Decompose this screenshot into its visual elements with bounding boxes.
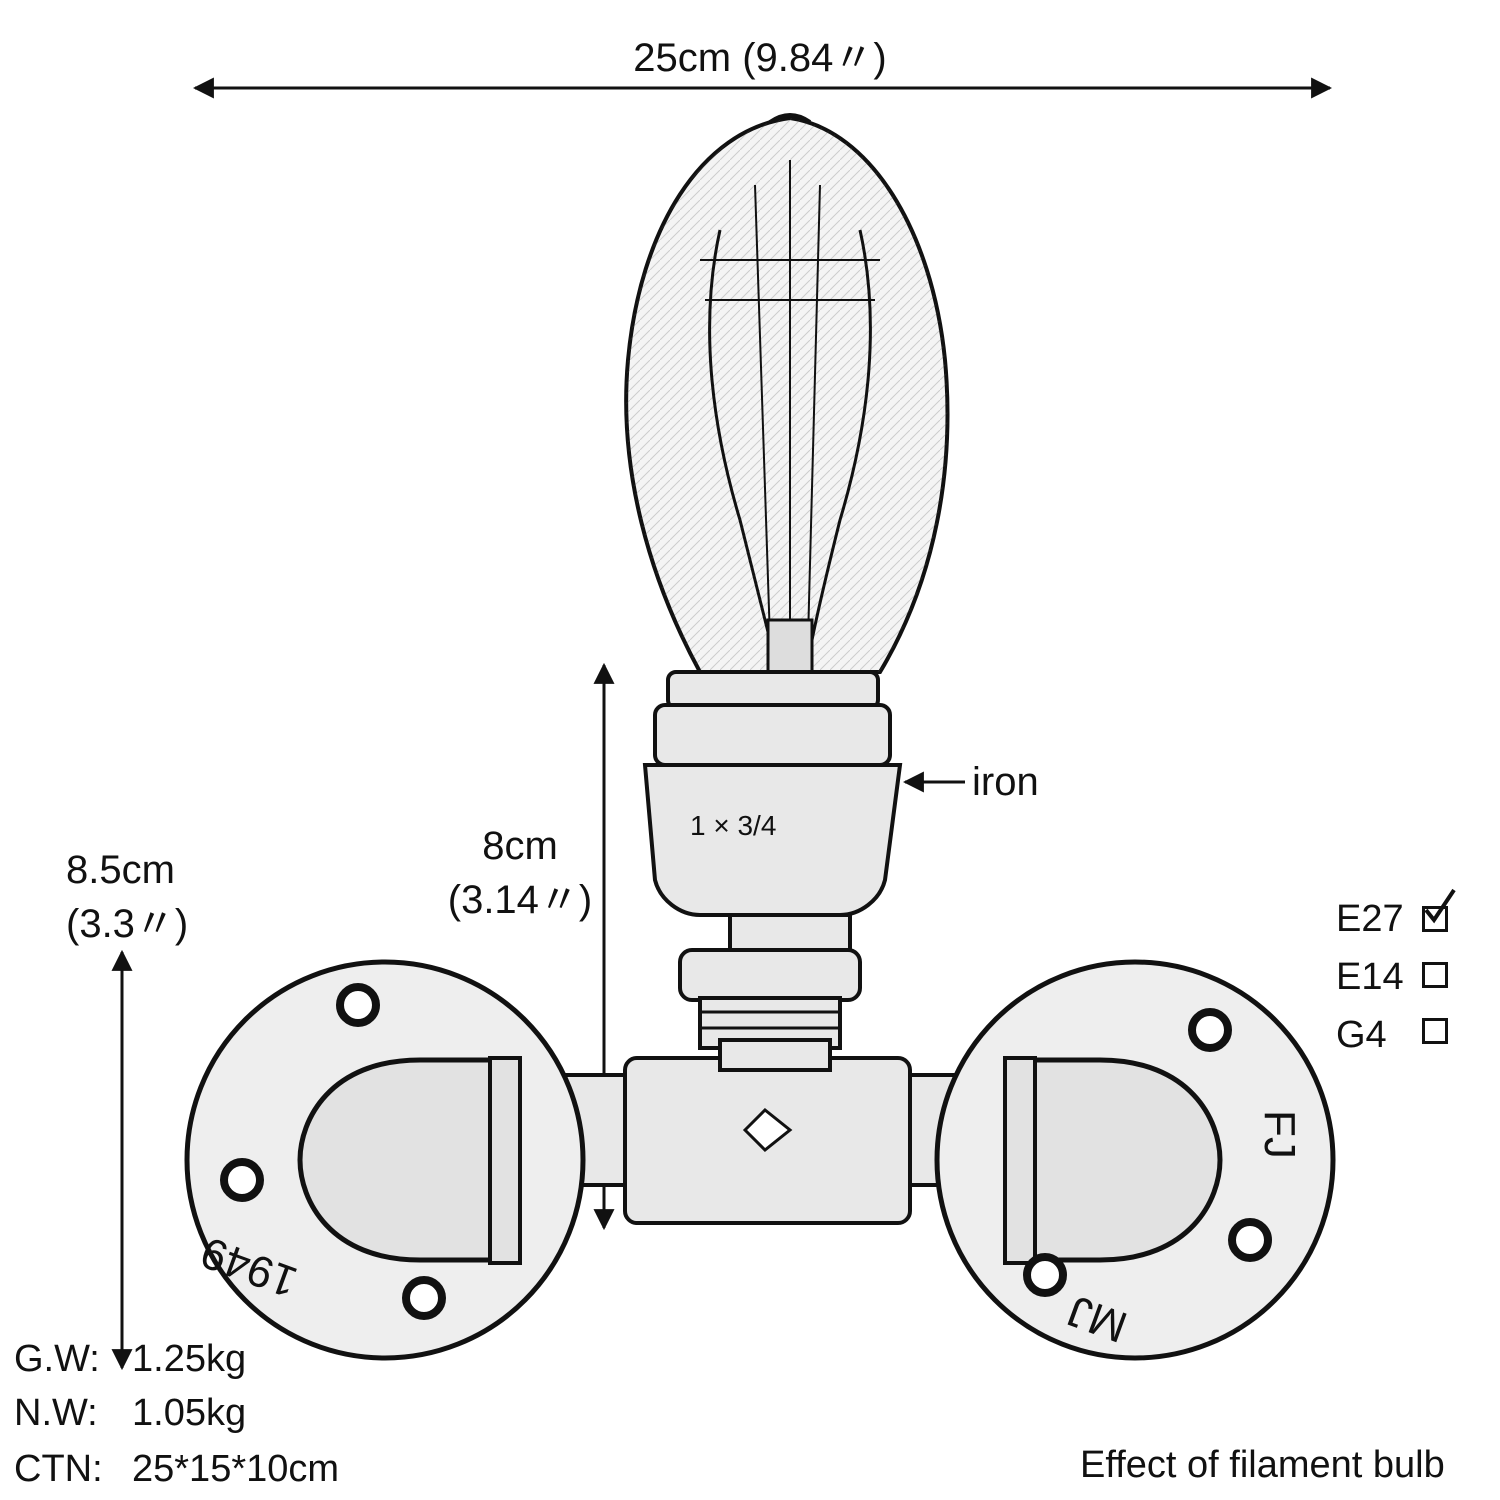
caption: Effect of filament bulb [1080, 1444, 1445, 1486]
socket-option-g4-label: G4 [1336, 1014, 1387, 1056]
spec-gross-weight: G.W: 1.25kg [14, 1340, 246, 1378]
spec-value: 1.25kg [132, 1338, 247, 1380]
right-flange-mark-top: FJ [1255, 1110, 1304, 1159]
socket-option-e27-label: E27 [1336, 898, 1404, 940]
right-flange [934, 959, 1336, 1361]
filament-bulb [624, 113, 950, 674]
iron-socket [642, 670, 903, 1050]
spec-carton-size: CTN: 25*15*10cm [14, 1450, 339, 1488]
side-height-in-label: (3.3〃) [66, 902, 189, 946]
socket-option-e14-label: E14 [1336, 956, 1404, 998]
width-dimension-label: 25cm (9.84〃) [633, 36, 887, 80]
socket-option-e27-checkbox [1422, 906, 1448, 932]
spec-key: CTN: [14, 1448, 103, 1490]
socket-option-e14-checkbox [1422, 962, 1448, 988]
side-height-cm-label: 8.5cm [66, 848, 175, 892]
socket-option-g4-checkbox [1422, 1018, 1448, 1044]
fitting-mark: 1 × 3/4 [690, 810, 777, 841]
spec-key: N.W: [14, 1392, 98, 1434]
left-flange [184, 959, 586, 1361]
spec-value: 25*15*10cm [132, 1448, 340, 1490]
spec-value: 1.05kg [132, 1392, 247, 1434]
spec-key: G.W: [14, 1338, 100, 1380]
check-icon [1424, 888, 1456, 924]
socket-height-in-label: (3.14〃) [447, 878, 593, 922]
socket-height-cm-label: 8cm [482, 824, 558, 868]
spec-net-weight: N.W: 1.05kg [14, 1394, 246, 1432]
material-label: iron [972, 760, 1039, 804]
